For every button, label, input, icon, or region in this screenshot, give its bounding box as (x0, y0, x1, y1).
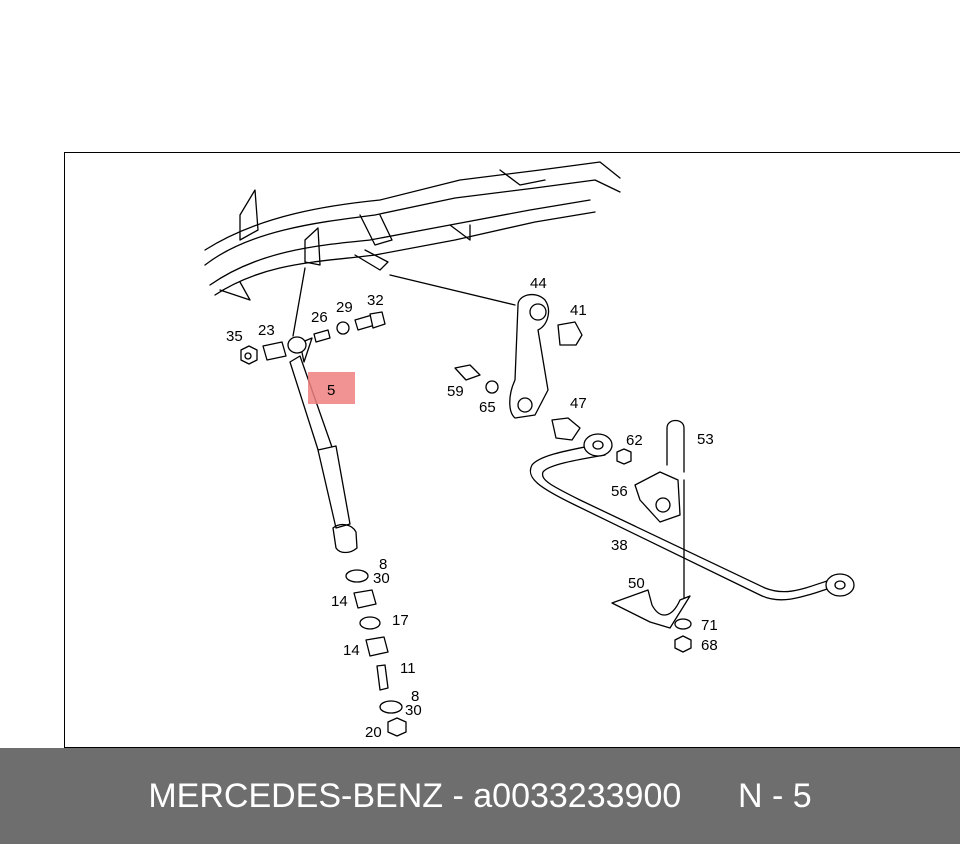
callout-30-lower: 30 (405, 702, 422, 719)
callout-68: 68 (701, 637, 718, 654)
callout-20: 20 (365, 724, 382, 741)
callout-8-upper: 8 (379, 556, 387, 573)
callout-41: 41 (570, 302, 587, 319)
diagram-frame (64, 152, 960, 748)
part-number: a0033233900 (473, 776, 682, 815)
callout-11: 11 (400, 660, 416, 677)
chassis-frame (204, 161, 621, 306)
shock-absorber (287, 267, 358, 554)
lower-mount-stack (345, 569, 407, 737)
link-bracket (454, 293, 583, 441)
parts-diagram: 5 44 41 35 23 26 29 32 59 65 47 62 53 56… (204, 161, 855, 741)
footer-gap (681, 777, 738, 816)
callout-17: 17 (392, 612, 409, 629)
callout-32: 32 (367, 292, 384, 309)
callout-38: 38 (611, 537, 628, 554)
callout-8-lower: 8 (411, 688, 419, 705)
callout-59: 59 (447, 383, 464, 400)
callout-23: 23 (258, 322, 275, 339)
callout-50: 50 (628, 575, 645, 592)
highlight-label: 5 (327, 382, 335, 399)
callout-65: 65 (479, 399, 496, 416)
callout-14-upper: 14 (331, 593, 348, 610)
footer-separator: - (443, 776, 474, 815)
stabilizer-bar (529, 419, 855, 653)
callout-62: 62 (626, 432, 643, 449)
callout-reference: N - 5 (737, 776, 812, 815)
callout-47: 47 (570, 395, 587, 412)
highlight-box (308, 372, 355, 404)
callout-labels: 44 41 35 23 26 29 32 59 65 47 62 53 56 3… (226, 275, 718, 741)
callout-26: 26 (311, 309, 328, 326)
callout-30-upper: 30 (373, 570, 390, 587)
callout-53: 53 (697, 431, 714, 448)
callout-14-lower: 14 (343, 642, 360, 659)
callout-44: 44 (530, 275, 547, 292)
callout-29: 29 (336, 299, 353, 316)
callout-56: 56 (611, 483, 628, 500)
footer-bar: MERCEDES-BENZ - a0033233900 N - 5 (0, 748, 960, 844)
upper-mount-hardware (240, 311, 386, 365)
callout-71: 71 (701, 617, 718, 634)
brand-name: MERCEDES-BENZ (148, 776, 444, 815)
callout-35: 35 (226, 328, 243, 345)
